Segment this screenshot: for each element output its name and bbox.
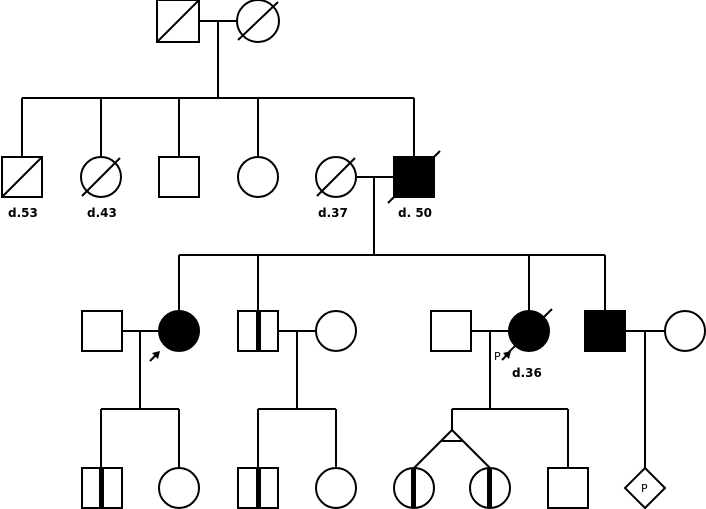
generation-3: P d.36 [81, 255, 706, 468]
gen4-f1-female-symbol [158, 467, 200, 509]
gen3-female-1-proband-symbol [158, 310, 200, 352]
gen4-f3-twin-right [451, 429, 491, 469]
gen4-f3-twin-2-carrier-bar [487, 468, 492, 508]
gen2-male-6-age-label: d. 50 [398, 206, 432, 220]
generation-4: P [81, 409, 667, 509]
gen2-male-3-symbol [158, 156, 200, 198]
proband-arrow-icon-2 [501, 351, 511, 361]
gen2-female-2-deceased-slash [81, 157, 121, 197]
gen2-female-5-age-label: d.37 [318, 206, 348, 220]
gen4-f3-male-symbol [547, 467, 589, 509]
gen2-male-6-deceased-slash [387, 150, 441, 204]
proband-arrow-icon [149, 351, 160, 362]
gen2-female-5-deceased-slash [316, 157, 356, 197]
gen3-female-3-proband-label: P [494, 350, 501, 363]
gen3-spouse-3-symbol [430, 310, 472, 352]
gen4-f3-twin-left [413, 429, 453, 469]
gen3-female-3-deceased-slash [504, 308, 553, 357]
gen2-female-2-age-label: d.43 [87, 206, 117, 220]
gen3-male-4-symbol [584, 310, 626, 352]
gen3-spouse-2-symbol [315, 310, 357, 352]
generation-1 [22, 0, 414, 99]
gen4-f4-pregnancy-symbol [623, 466, 667, 509]
gen3-spouse-4-symbol [664, 310, 706, 352]
gen3-male-2-carrier-bar [256, 311, 261, 351]
grandmother-deceased-slash [237, 1, 279, 41]
gen3-spouse-1-symbol [81, 310, 123, 352]
gen4-f2-male-carrier-bar [256, 468, 261, 508]
gen2-male-1-deceased-slash [1, 156, 43, 198]
gen3-female-3-age-label: d.36 [512, 366, 542, 380]
gen2-female-4-symbol [237, 156, 279, 198]
gen2-male-1-age-label: d.53 [8, 206, 38, 220]
gen4-f4-pregnancy-label: P [641, 482, 648, 495]
gen4-f2-female-symbol [315, 467, 357, 509]
grandfather-deceased-slash [156, 0, 200, 43]
generation-2: d.53 d.43 d.37 d. 50 [1, 98, 605, 256]
gen4-f1-male-carrier-bar [99, 468, 104, 508]
gen4-f3-twin-1-carrier-bar [411, 468, 416, 508]
